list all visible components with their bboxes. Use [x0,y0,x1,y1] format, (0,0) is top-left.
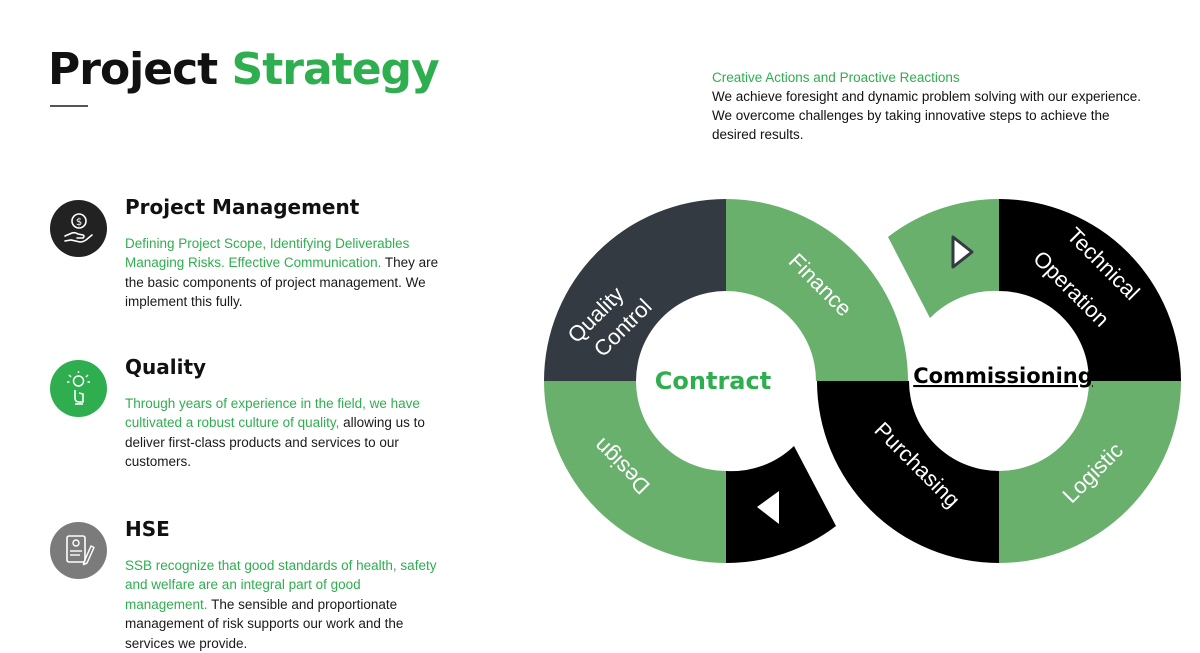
play-right-icon [951,235,974,269]
play-left-icon [757,491,779,524]
segment-quality-control [544,199,726,381]
intro-body: We achieve foresight and dynamic problem… [712,89,1141,142]
segment-technical-operation [999,199,1181,381]
infinity-loop-diagram: Contract Commissioning Quality Control F… [544,199,1181,563]
title-word-project: Project [48,44,218,95]
segment-commissioning-arrow [888,199,999,318]
feature-highlight: SSB recognize that good standards of hea… [125,558,437,612]
page-title: Project Strategy [48,48,440,92]
segment-contract-arrow [726,446,836,563]
feature-text: Defining Project Scope, Identifying Deli… [125,234,445,312]
feature-title: Quality [125,355,207,379]
document-pen-icon [50,522,107,579]
svg-text:$: $ [76,217,82,228]
segment-design [544,381,726,563]
feature-title: Project Management [125,195,360,219]
feature-title: HSE [125,517,170,541]
intro-lead: Creative Actions and Proactive Reactions [712,70,960,85]
feature-description: allowing us to deliver first-class produ… [125,415,425,470]
feature-description: The sensible and proportionate managemen… [125,596,404,651]
segment-logistic [999,381,1181,563]
feature-description: They are the basic components of project… [125,255,439,310]
title-underline [50,105,88,107]
feature-highlight: Through years of experience in the field… [125,396,420,431]
label-contract: Contract [655,367,771,395]
idea-hand-icon [50,360,107,417]
title-word-strategy: Strategy [231,44,440,95]
feature-text: Through years of experience in the field… [125,394,445,472]
segment-finance [726,199,908,381]
feature-text: SSB recognize that good standards of hea… [125,556,445,653]
intro-block: Creative Actions and Proactive Reactions… [712,68,1152,144]
feature-highlight: Defining Project Scope, Identifying Deli… [125,236,410,271]
label-commissioning: Commissioning [913,364,1093,388]
segment-purchasing [817,381,999,563]
money-hand-icon: $ [50,200,107,257]
